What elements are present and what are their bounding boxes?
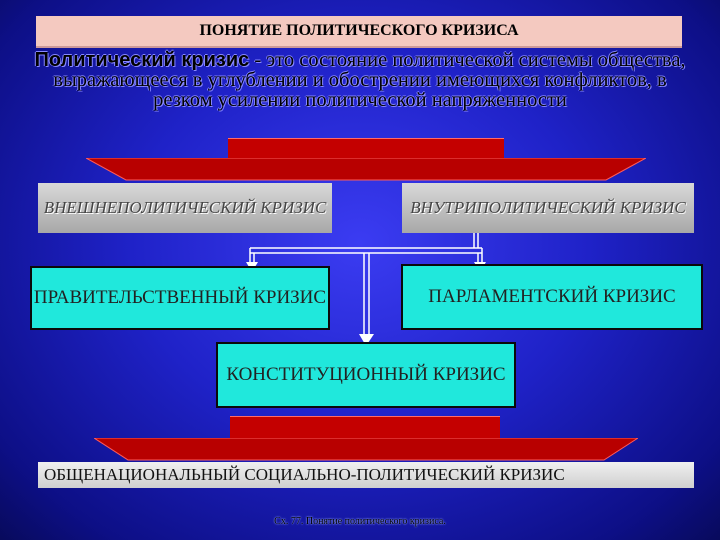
node-constitutional-crisis: КОНСТИТУЦИОННЫЙ КРИЗИС xyxy=(216,342,516,408)
definition-text: Политический кризис - это состояние поли… xyxy=(30,49,690,111)
figure-caption: Сх. 77. Понятие политического кризиса. xyxy=(274,516,446,527)
node-parliamentary-crisis: ПАРЛАМЕНТСКИЙ КРИЗИС xyxy=(401,264,703,330)
page-title: ПОНЯТИЕ ПОЛИТИЧЕСКОГО КРИЗИСА xyxy=(36,16,682,48)
top-pedestal-tab xyxy=(228,138,504,161)
bottom-pedestal-tab xyxy=(230,416,500,441)
definition-body: - это состояние политической системы общ… xyxy=(53,49,686,111)
node-national-crisis: ОБЩЕНАЦИОНАЛЬНЫЙ СОЦИАЛЬНО-ПОЛИТИЧЕСКИЙ … xyxy=(38,462,694,488)
node-government-crisis: ПРАВИТЕЛЬСТВЕННЫЙ КРИЗИС xyxy=(30,266,330,330)
node-external-crisis: ВНЕШНЕПОЛИТИЧЕСКИЙ КРИЗИС xyxy=(38,183,332,233)
definition-term: Политический кризис xyxy=(34,49,250,71)
node-internal-crisis: ВНУТРИПОЛИТИЧЕСКИЙ КРИЗИС xyxy=(402,183,694,233)
top-pedestal-base xyxy=(86,158,646,181)
bottom-pedestal-base xyxy=(94,438,638,461)
